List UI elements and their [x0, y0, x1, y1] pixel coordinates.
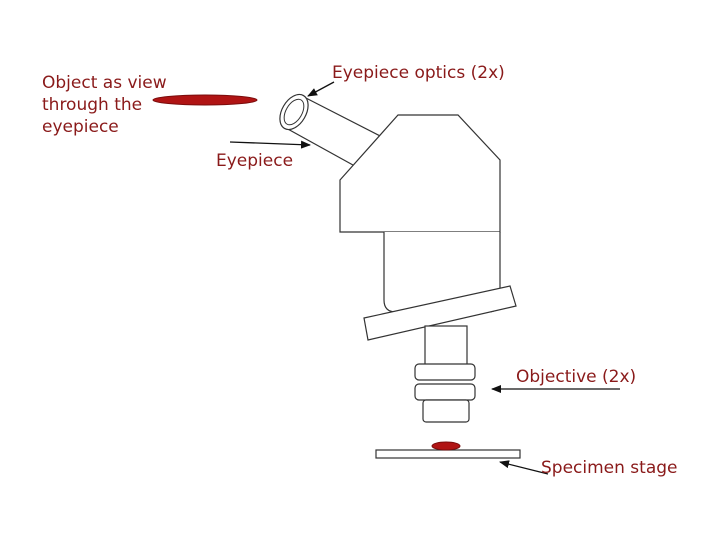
- nosepiece-bar: [363, 285, 517, 341]
- objective-tip: [422, 399, 470, 423]
- label-object-view-line-2: through the: [42, 95, 143, 115]
- specimen: [431, 441, 461, 451]
- label-specimen-stage: Specimen stage: [541, 458, 678, 478]
- arrow-eyepiece-optics: [307, 81, 335, 97]
- eyepiece-lens: [283, 98, 305, 126]
- specimen-stage: [375, 449, 521, 459]
- label-object-view-line-3: eyepiece: [42, 117, 119, 137]
- microscope-head: [339, 114, 501, 233]
- label-object-view-line-1: Object as view: [42, 73, 167, 93]
- objective-ring-lower: [414, 383, 476, 401]
- magnified-object: [152, 94, 258, 106]
- label-object-view: Object as view through the eyepiece: [42, 72, 167, 138]
- arrow-eyepiece: [229, 140, 311, 149]
- label-eyepiece: Eyepiece: [216, 151, 294, 171]
- label-objective: Objective (2x): [516, 367, 637, 387]
- objective-barrel: [424, 325, 468, 367]
- objective-ring-upper: [414, 363, 476, 381]
- arrow-specimen-stage: [499, 460, 549, 475]
- label-eyepiece-optics: Eyepiece optics (2x): [332, 63, 505, 83]
